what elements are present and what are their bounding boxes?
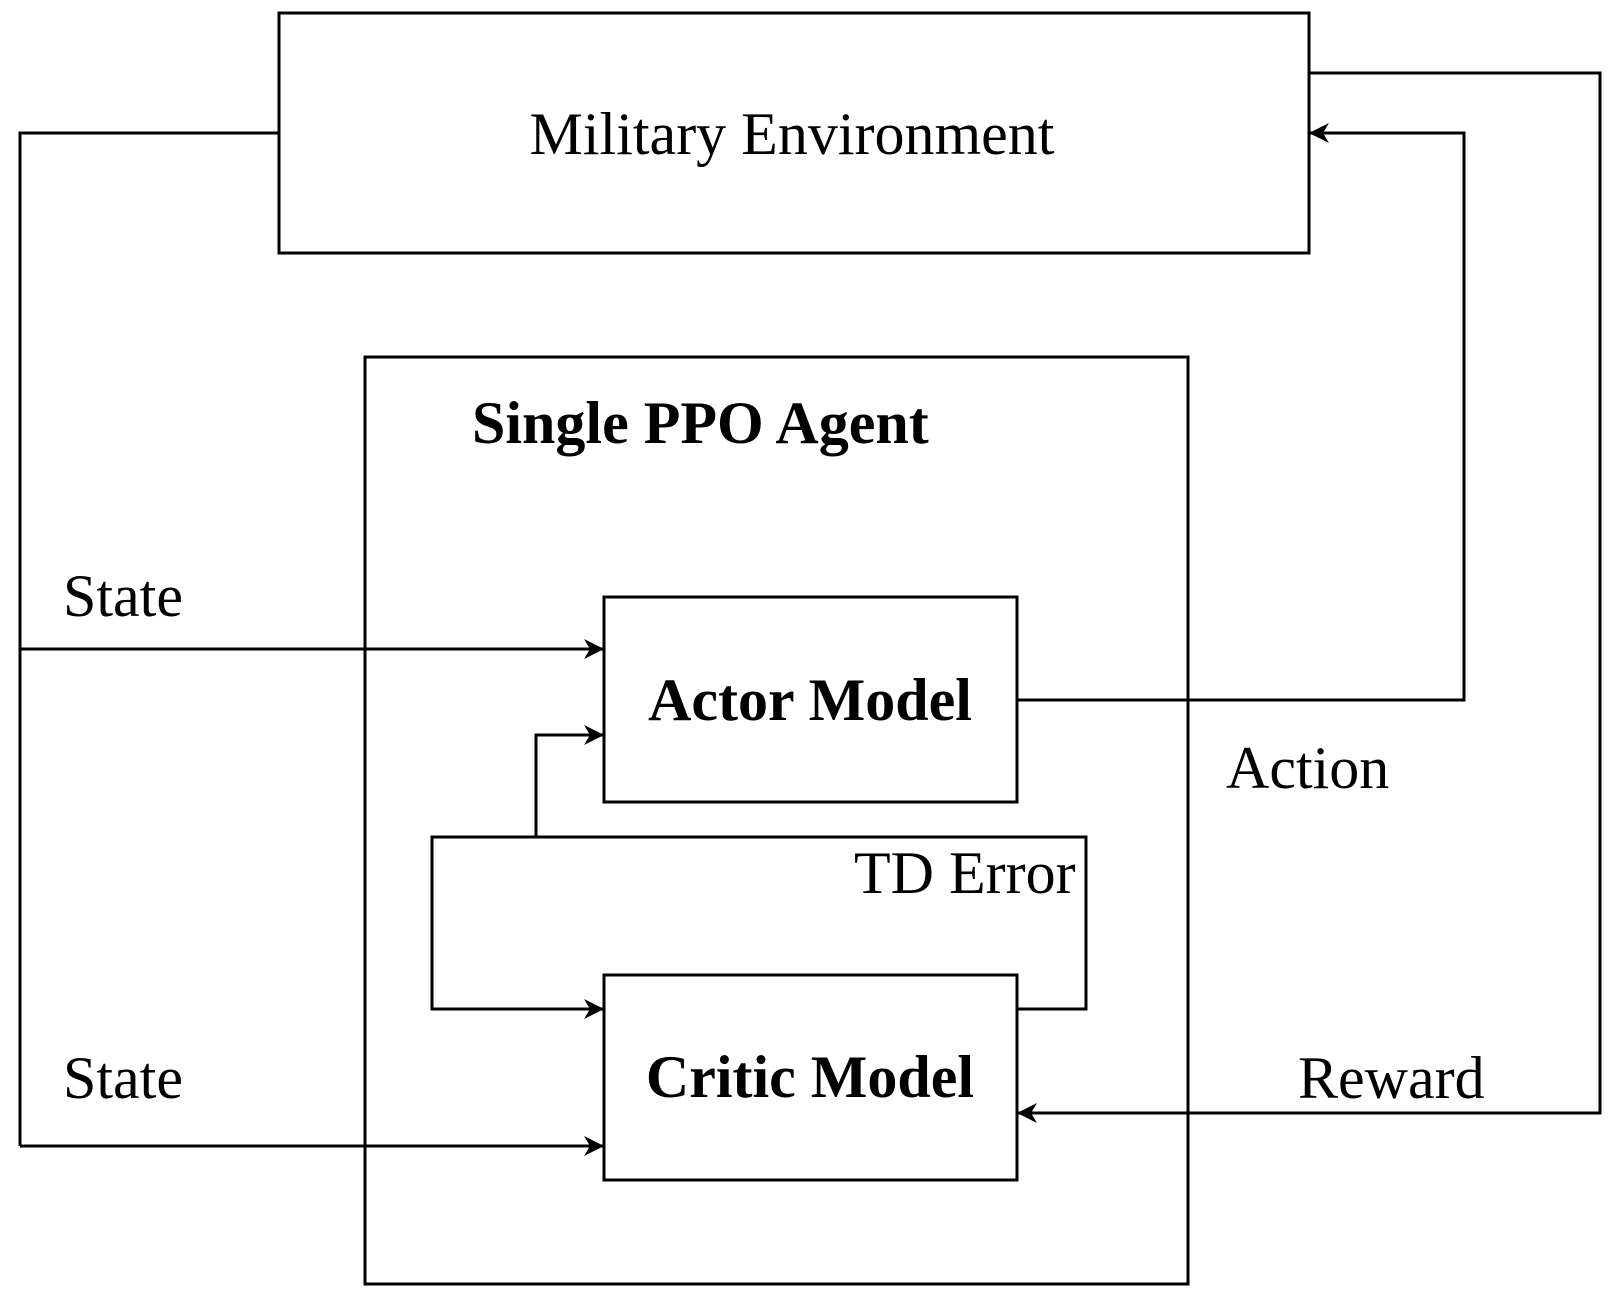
action-edge: Action — [1017, 123, 1466, 801]
agent-container: Single PPO Agent — [363, 355, 1190, 1286]
td-error-to-actor-arrow — [534, 725, 604, 837]
state-to-critic-label: State — [63, 1045, 183, 1111]
reward-edge: Reward — [1017, 71, 1602, 1123]
td-error-to-critic-arrow — [430, 835, 1088, 1019]
actor-label: Actor Model — [648, 667, 972, 733]
environment-node: Military Environment — [277, 11, 1311, 255]
state-to-critic-edge: State — [20, 1045, 604, 1156]
reward-label: Reward — [1298, 1045, 1485, 1111]
state-trunk-line — [18, 131, 279, 1146]
agent-label: Single PPO Agent — [472, 390, 929, 456]
critic-box — [602, 973, 1019, 1182]
critic-label: Critic Model — [646, 1044, 974, 1110]
action-label: Action — [1226, 735, 1389, 801]
critic-node: Critic Model — [602, 973, 1019, 1182]
environment-label: Military Environment — [530, 101, 1055, 167]
action-arrow — [1017, 123, 1466, 702]
td-error-edge: TD Error — [430, 725, 1088, 1019]
state-to-actor-label: State — [63, 563, 183, 629]
state-to-actor-edge: State — [18, 131, 604, 1146]
td-error-label: TD Error — [854, 840, 1076, 906]
reward-arrow — [1017, 71, 1602, 1123]
actor-node: Actor Model — [602, 595, 1019, 804]
agent-box — [363, 355, 1190, 1286]
